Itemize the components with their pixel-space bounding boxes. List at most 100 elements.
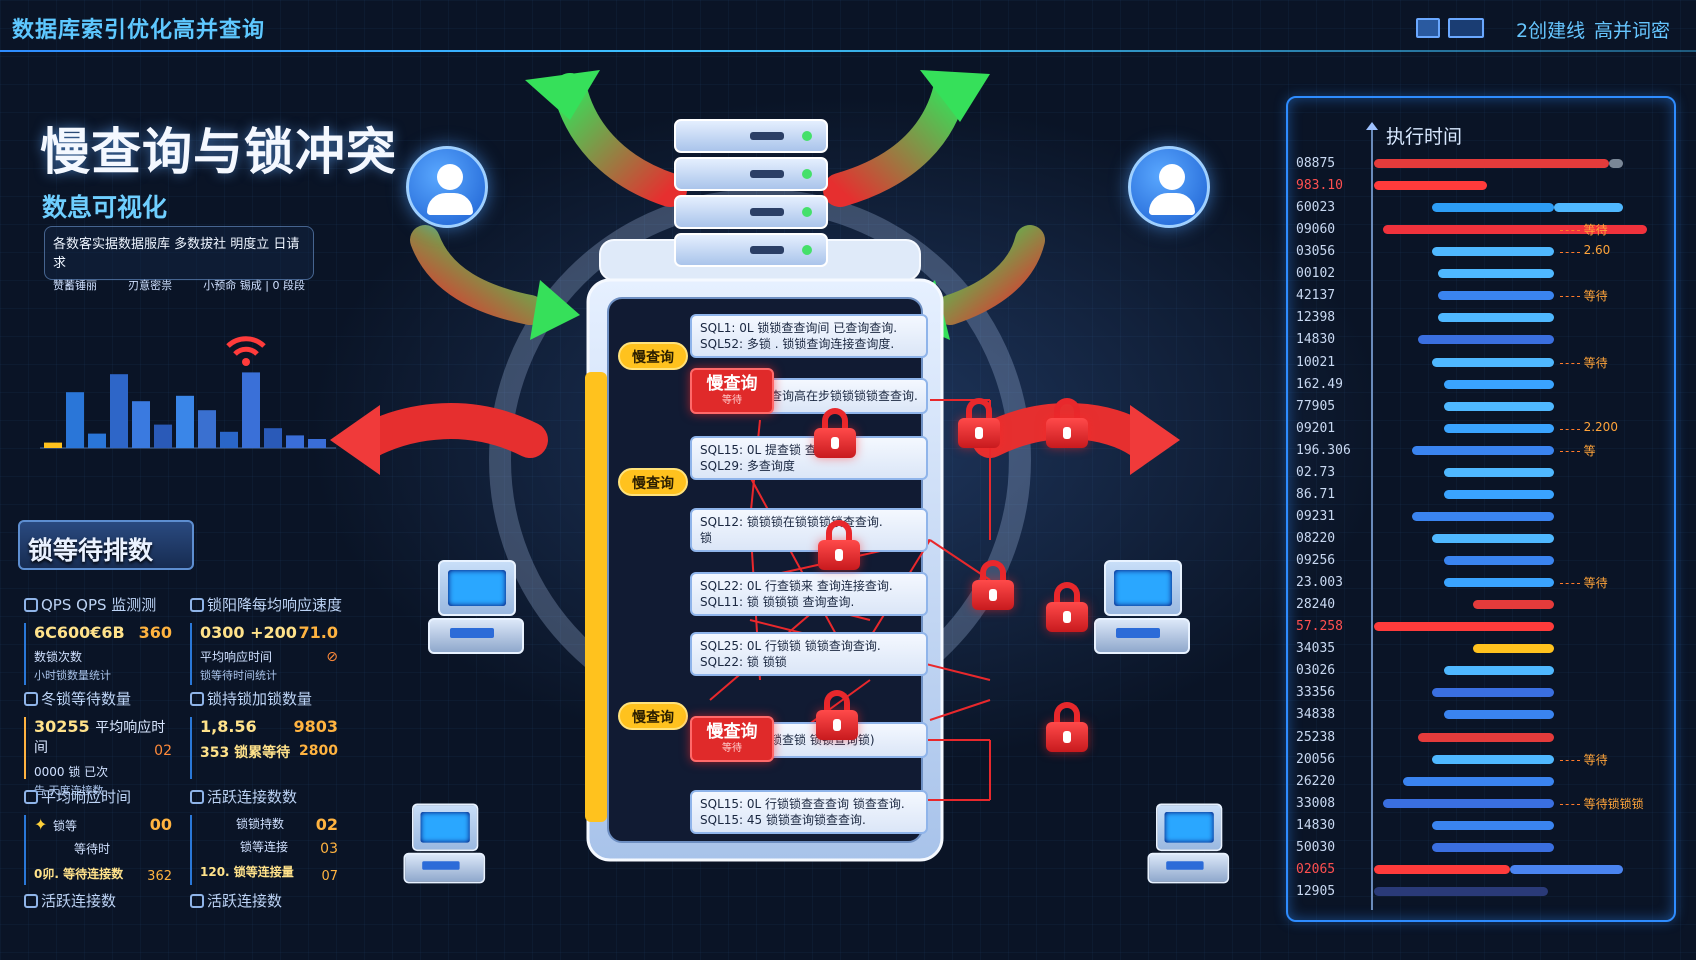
sql-card[interactable]: SQL15: 0L 提查锁 查锁查度.SQL29: 多查询度 [690,436,928,480]
execution-row[interactable]: 42137 等待 [1296,286,1666,306]
execution-bar [1443,423,1554,433]
execution-axis [1366,122,1378,910]
execution-row[interactable]: 33356 [1296,683,1666,703]
metric-sublabel: 120. 锁等连接量 [200,865,294,879]
execution-bar [1443,556,1554,566]
execution-row[interactable]: 34838 [1296,705,1666,725]
arrow-up-right [823,70,990,207]
execution-row[interactable]: 60023 [1296,198,1666,218]
slow-query-alert[interactable]: 慢查询等待 [690,716,774,762]
client-terminal-icon [403,803,489,889]
execution-bar [1403,776,1554,786]
metric-value-right: 9803 [293,717,338,736]
mini-bar [264,428,282,448]
execution-row[interactable]: 09231 [1296,507,1666,527]
chart-icon [24,598,38,612]
sql-card[interactable]: SQL12: 锁锁锁在锁锁锁锁查查询.锁 [690,508,928,552]
execution-row-label: 26220 [1296,773,1336,789]
execution-row-label: 23.003 [1296,575,1343,591]
execution-row[interactable]: 00102 [1296,264,1666,284]
execution-row[interactable]: 14830 [1296,816,1666,836]
top-link-2[interactable]: 高并词密 [1594,20,1671,42]
execution-row[interactable]: 983.10 [1296,176,1666,196]
execution-row-label: 10021 [1296,354,1336,370]
execution-row[interactable]: 14830 [1296,330,1666,350]
execution-row-note: 等待 [1583,289,1608,304]
lock-icon[interactable] [1044,702,1090,752]
mini-bar [44,442,62,448]
rank-badge[interactable]: 锁等待排数 [18,520,194,570]
execution-row[interactable]: 12905 [1296,882,1666,902]
sql-card[interactable]: SQL22: 0L 行查锁来 查询连接查询.SQL11: 锁 锁锁锁 查询查询. [690,572,928,616]
metric-sublabel: 告 天度连接数 [34,784,104,797]
execution-row[interactable]: 08220 [1296,529,1666,549]
slow-query-tag[interactable]: 慢查询 [618,702,688,730]
execution-row-note: 等待 [1583,752,1608,767]
lock-icon[interactable] [970,560,1016,610]
execution-row[interactable]: 26220 [1296,772,1666,792]
execution-row[interactable]: 28240 [1296,595,1666,615]
note-leader-line [1559,803,1580,805]
lock-icon[interactable] [816,520,862,570]
slow-query-tag[interactable]: 慢查询 [618,342,688,370]
execution-row-label: 09201 [1296,420,1336,436]
execution-row[interactable]: 02.73 [1296,463,1666,483]
execution-row[interactable]: 03026 [1296,661,1666,681]
metric-value: 30255 [34,717,90,736]
sql-line: SQL1: 0L 锁锁查查询间 已查询查询. [700,321,898,335]
lock-icon[interactable] [1044,582,1090,632]
lock-icon[interactable] [812,408,858,458]
execution-row[interactable]: 08875 [1296,154,1666,174]
execution-row[interactable]: 86.71 [1296,485,1666,505]
lock-icon[interactable] [956,398,1002,448]
execution-row[interactable]: 34035 [1296,639,1666,659]
metric-value: 0300 +200 [200,623,297,642]
top-link-1[interactable]: 2创建线 [1516,20,1586,42]
lock-icon[interactable] [1044,398,1090,448]
layout-icon[interactable] [1448,18,1484,38]
alert-sublabel: 等待 [722,743,742,754]
execution-row-label: 77905 [1296,398,1336,414]
execution-row[interactable]: 77905 [1296,397,1666,417]
slow-query-alert[interactable]: 慢查询等待 [690,368,774,414]
execution-row-label: 34035 [1296,641,1336,657]
grid-icon[interactable] [1416,18,1440,38]
sql-card[interactable]: SQL1: 0L 锁锁查查询间 已查询查询.SQL52: 多锁 . 锁锁查询连接… [690,314,928,358]
metric-lock-hold: 锁持锁加锁数量 1,8.56 9803 353 锁累等待 2800 [190,688,340,779]
metric-value-right: 00 [149,815,172,834]
execution-bar [1382,225,1647,235]
user-icon [406,146,488,228]
sql-line: SQL25: 0L 行锁锁 锁锁查询查询. [700,639,881,653]
execution-row-label: 60023 [1296,200,1336,216]
arrow-left-down [410,225,580,340]
execution-row-label: 42137 [1296,288,1336,304]
sql-card[interactable]: SQL25: 0L 行锁锁 锁锁查询查询.SQL22: 锁 锁锁 [690,632,928,676]
execution-row[interactable]: 50030 [1296,838,1666,858]
execution-row[interactable]: 25238 [1296,728,1666,748]
metric-value-right-2: 2800 [299,743,338,759]
execution-row[interactable]: 09256 [1296,551,1666,571]
execution-row[interactable]: 162.49 [1296,375,1666,395]
chart-icon [190,790,204,804]
slow-query-tag[interactable]: 慢查询 [618,468,688,496]
sql-card[interactable]: SQL15: 0L 行锁锁查查查询 锁查查询.SQL15: 45 锁锁查询锁查查… [690,790,928,834]
execution-row[interactable]: 02065 [1296,860,1666,880]
execution-row-note: 等待 [1583,355,1608,370]
alert-label: 慢查询 [706,722,758,742]
execution-row[interactable]: 57.258 [1296,617,1666,637]
execution-bar [1411,511,1554,521]
lock-icon[interactable] [814,690,860,740]
note-leader-line [1559,583,1580,585]
mini-bar [308,439,326,448]
execution-row[interactable]: 12398 [1296,308,1666,328]
metric-title: 平均响应时间 [41,788,132,806]
execution-row[interactable]: 10021 等待 [1296,353,1666,373]
metric-title: 活跃连接数数 [207,788,298,806]
